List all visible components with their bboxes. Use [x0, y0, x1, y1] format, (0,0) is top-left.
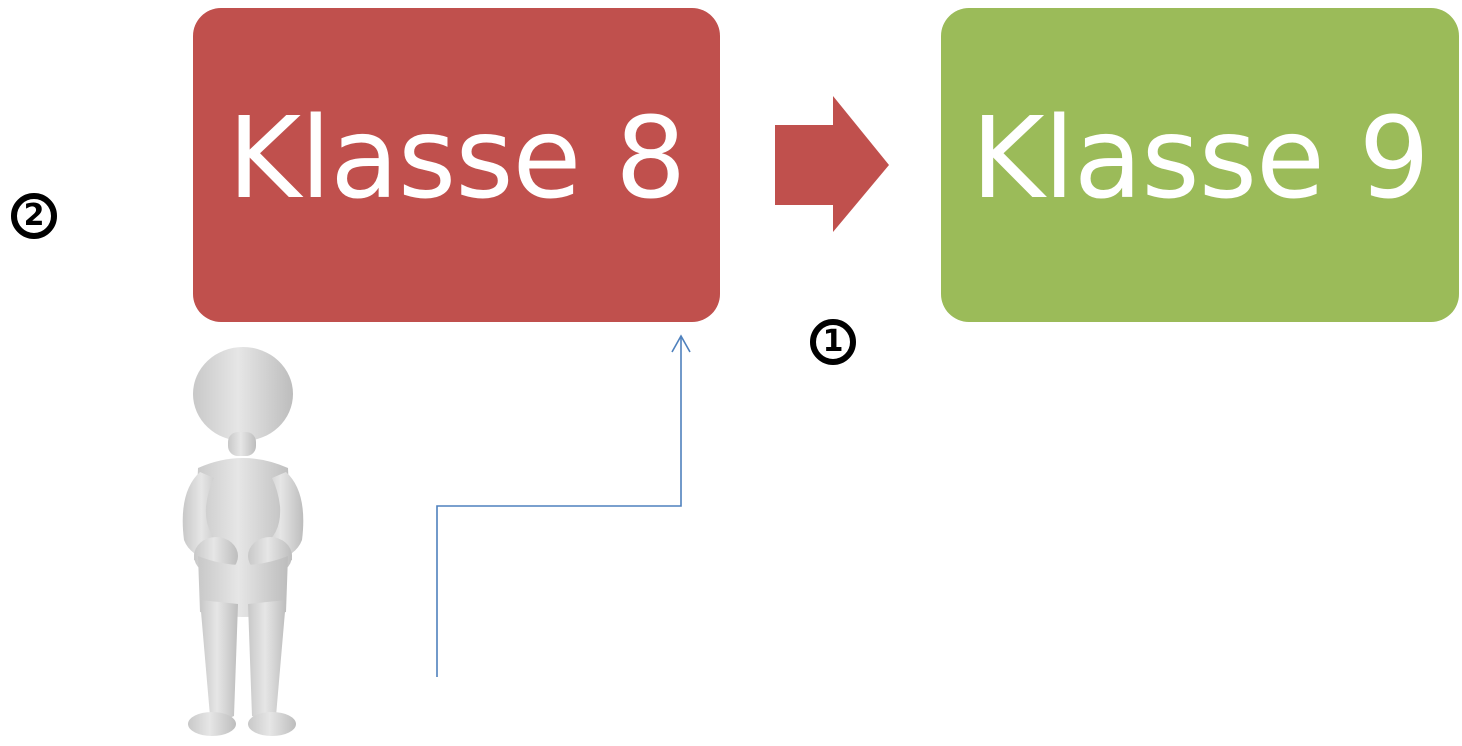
class-8-label: Klasse 8: [227, 94, 687, 224]
class-9-label: Klasse 9: [971, 94, 1430, 224]
step-marker-1: 1: [810, 319, 856, 365]
step-marker-2-number: 2: [23, 198, 45, 233]
step-marker-1-number: 1: [822, 324, 844, 359]
person-figure-icon: [182, 347, 304, 736]
elbow-connector-arrow-icon: [436, 334, 691, 677]
class-8-box: Klasse 8: [193, 8, 720, 322]
class-9-box: Klasse 9: [941, 8, 1459, 322]
step-marker-2: 2: [11, 193, 57, 239]
block-right-arrow-icon: [775, 96, 889, 232]
